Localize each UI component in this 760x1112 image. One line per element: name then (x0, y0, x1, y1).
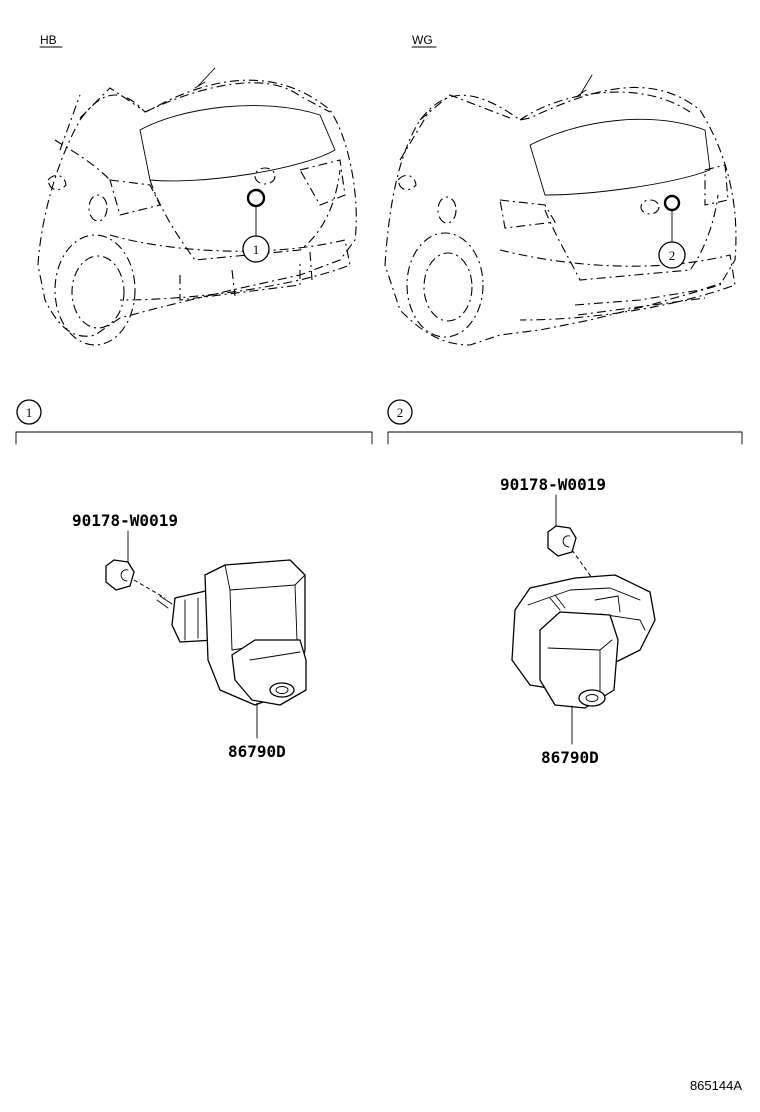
section-2-bracket (387, 431, 743, 445)
hb-callout-number: 1 (253, 242, 260, 257)
wg-car-view: WG (384, 33, 737, 346)
section-2-clip-part-number: 90178-W0019 (500, 475, 606, 494)
illustration-code: 865144A (690, 1078, 742, 1093)
clip-nut-1 (105, 559, 135, 591)
section-1-clip-part-number: 90178-W0019 (72, 511, 178, 530)
wg-label: WG (412, 33, 433, 47)
section-2-number: 2 (397, 405, 404, 420)
section-1-marker (16, 399, 42, 425)
hb-car-view: HB (37, 33, 357, 346)
hb-car-illustration: 1 (37, 67, 357, 346)
section-1-assembly-line (133, 579, 166, 599)
section-2-marker (387, 399, 413, 425)
camera-assembly-1 (156, 559, 307, 706)
section-1-camera-part-number: 86790D (228, 742, 286, 761)
section-1: 1 90178-W0019 86790D (15, 399, 373, 761)
section-2-assembly-line (571, 549, 593, 579)
wg-callout-number: 2 (669, 248, 676, 263)
camera-assembly-2 (511, 574, 656, 709)
section-2: 2 90178-W0019 86790D (387, 399, 743, 767)
section-1-number: 1 (26, 405, 33, 420)
section-1-bracket (15, 431, 373, 445)
wg-car-illustration: 2 (384, 74, 737, 346)
hb-label: HB (40, 33, 57, 47)
clip-nut-2 (547, 525, 577, 557)
section-2-camera-part-number: 86790D (541, 748, 599, 767)
